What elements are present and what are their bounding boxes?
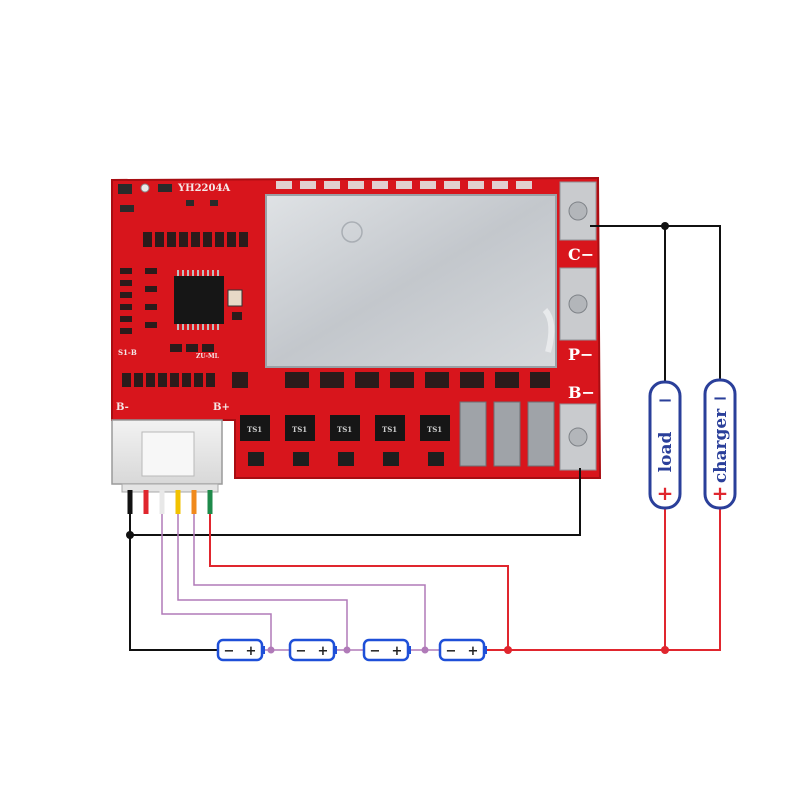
chip-label: TS1	[382, 425, 397, 434]
header-label-b-plus: B+	[213, 402, 230, 413]
heatsink-tape-edge	[542, 307, 555, 353]
red-wires	[209, 508, 721, 651]
board-mark-bottom: ZU-ML	[196, 353, 220, 360]
battery-cell-plus: +	[246, 644, 257, 659]
smd-component	[232, 312, 242, 320]
smd-component	[186, 344, 198, 352]
smd-component	[210, 200, 218, 206]
smd-component	[158, 184, 172, 192]
board-model-label: YH2204A	[177, 183, 230, 194]
smd-component	[120, 205, 134, 212]
load-minus-sign: −	[657, 390, 672, 411]
black-wires	[129, 225, 721, 651]
balance-connector	[111, 419, 223, 493]
ic-chip	[174, 270, 224, 330]
connector-wire-stubs	[127, 490, 213, 514]
battery-cell-plus: +	[468, 644, 479, 659]
smd-component	[118, 184, 132, 194]
charger-label: charger	[711, 408, 731, 483]
battery-cell: −+	[288, 638, 337, 662]
bms-board: YH2204A	[111, 176, 602, 493]
board-mark-top: S1-B	[118, 348, 137, 357]
terminal-pads	[559, 181, 597, 471]
smd-component	[227, 289, 243, 307]
resistor-array-top	[143, 232, 248, 247]
battery-cell: −+	[216, 638, 265, 662]
battery-cell-terminal	[334, 646, 337, 654]
battery-cell-minus: −	[224, 644, 235, 659]
heatsink-mark	[341, 221, 363, 243]
battery-cell: −+	[362, 638, 411, 662]
chip-label: TS1	[337, 425, 352, 434]
chip-label: TS1	[292, 425, 307, 434]
battery-cell-terminal	[484, 646, 487, 654]
battery-cell-minus: −	[370, 644, 381, 659]
battery-cell-minus: −	[296, 644, 307, 659]
test-point	[140, 183, 150, 193]
pad-label-p: P−	[568, 345, 593, 364]
pad-label-b: B−	[568, 383, 595, 402]
charger-device: − charger +	[703, 378, 737, 510]
resistor-array-bottom	[122, 372, 248, 388]
chip-label: TS1	[427, 425, 442, 434]
wiring	[126, 222, 721, 654]
battery-cell: −+	[438, 638, 487, 662]
battery-cell-plus: +	[318, 644, 329, 659]
smd-component	[186, 200, 194, 206]
mosfet-row	[285, 372, 550, 388]
smd-component	[202, 344, 214, 352]
battery-cell-terminal	[262, 646, 265, 654]
charger-plus-sign: +	[712, 481, 729, 505]
battery-cell-plus: +	[392, 644, 403, 659]
chip-label: TS1	[247, 425, 262, 434]
smd-row-top	[276, 181, 532, 189]
charger-minus-sign: −	[712, 388, 727, 409]
battery-cell-minus: −	[446, 644, 457, 659]
load-label: load	[656, 432, 676, 473]
shunt-resistors	[459, 401, 555, 467]
load-plus-sign: +	[657, 481, 674, 505]
junction-dots	[126, 222, 669, 654]
load-body	[648, 380, 682, 510]
transistor-row	[248, 452, 444, 466]
charger-body	[703, 378, 737, 510]
aluminium-heatsink	[265, 194, 557, 368]
battery-cell-terminal	[408, 646, 411, 654]
pad-label-c: C−	[568, 245, 594, 264]
header-label-b-minus: B-	[116, 402, 129, 413]
smd-component	[170, 344, 182, 352]
balance-chip-row: TS1 TS1 TS1 TS1 TS1	[240, 415, 450, 441]
battery-cells: −+−+−+−+	[216, 638, 487, 662]
smd-column-left	[120, 268, 157, 334]
load-device: − load +	[648, 380, 682, 510]
